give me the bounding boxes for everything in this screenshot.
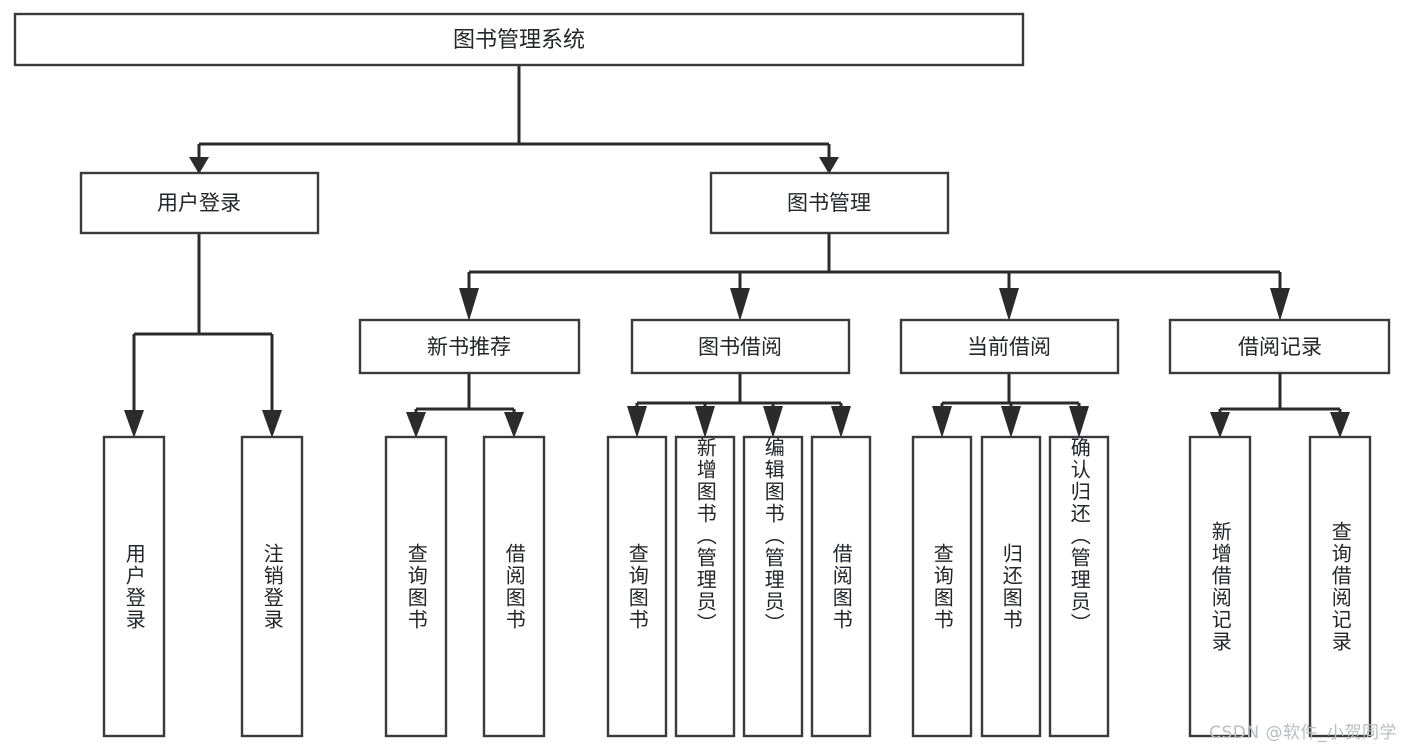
leaf-box-query-book-borrow[interactable] (606, 435, 668, 738)
arrow-borrow-leaf-3 (763, 406, 783, 438)
arrow-user-login-leaf-2 (262, 410, 282, 438)
arrow-current-leaf-3 (1069, 406, 1089, 438)
csdn-watermark: CSDN @软件_小贺同学 (1209, 723, 1397, 743)
leaf-box-query-book-newbook[interactable] (384, 435, 448, 738)
node-current-borrow[interactable]: 当前借阅 (899, 318, 1120, 375)
node-root-box[interactable] (13, 12, 1025, 67)
arrow-root-to-user-login (189, 157, 209, 174)
arrow-user-login-leaf-1 (124, 410, 144, 438)
leaf-box-edit-book-admin[interactable] (742, 435, 804, 738)
node-root[interactable]: 图书管理系统 (13, 12, 1025, 67)
connector-group-root (189, 65, 839, 174)
connector-group-user-login (124, 233, 282, 438)
arrow-new-book-leaf-1 (406, 412, 426, 438)
node-borrow-record[interactable]: 借阅记录 (1168, 318, 1391, 375)
node-book-borrow[interactable]: 图书借阅 (630, 318, 851, 375)
node-current-borrow-box[interactable] (899, 318, 1120, 375)
leaf-box-query-borrow-record[interactable] (1308, 435, 1372, 738)
leaf-box-confirm-return-admin[interactable] (1048, 435, 1110, 738)
node-book-borrow-label: 图书借阅 (698, 335, 782, 359)
leaf-box-borrow-book[interactable] (810, 435, 872, 738)
arrow-borrow-leaf-1 (627, 406, 647, 438)
connector-group-new-book (406, 373, 524, 438)
node-user-login-box[interactable] (79, 171, 320, 235)
node-book-management[interactable]: 图书管理 (709, 171, 950, 235)
leaf-box-user-login[interactable] (102, 435, 166, 738)
node-book-borrow-box[interactable] (630, 318, 851, 375)
node-book-management-box[interactable] (709, 171, 950, 235)
arrow-current-leaf-2 (1001, 406, 1021, 438)
node-borrow-record-box[interactable] (1168, 318, 1391, 375)
arrow-borrow-leaf-2 (695, 406, 715, 438)
arrow-book-mgmt-to-record (1270, 288, 1290, 321)
node-borrow-record-label: 借阅记录 (1238, 335, 1322, 359)
arrow-new-book-leaf-2 (504, 412, 524, 438)
leaf-box-logout[interactable] (240, 435, 304, 738)
connector-group-record (1210, 373, 1350, 438)
node-root-label: 图书管理系统 (453, 28, 585, 53)
node-user-login-label: 用户登录 (157, 191, 241, 215)
node-new-book-recommend-label: 新书推荐 (427, 335, 511, 359)
node-book-management-label: 图书管理 (787, 191, 871, 215)
connector-group-book-mgmt (459, 233, 1290, 321)
arrow-book-mgmt-to-new-book (459, 288, 479, 321)
node-user-login[interactable]: 用户登录 (79, 171, 320, 235)
node-current-borrow-label: 当前借阅 (967, 335, 1051, 359)
arrow-root-to-book-mgmt (819, 157, 839, 174)
arrow-record-leaf-1 (1210, 412, 1230, 438)
arrow-record-leaf-2 (1330, 412, 1350, 438)
arrow-borrow-leaf-4 (831, 406, 851, 438)
connector-group-borrow (627, 373, 851, 438)
arrow-book-mgmt-to-borrow (730, 288, 750, 321)
connector-group-current-borrow (932, 373, 1089, 438)
leaf-box-query-book-current[interactable] (911, 435, 973, 738)
leaf-box-borrow-book-newbook[interactable] (482, 435, 546, 738)
arrow-current-leaf-1 (932, 406, 952, 438)
node-new-book-recommend-box[interactable] (358, 318, 581, 375)
leaf-box-add-borrow-record[interactable] (1188, 435, 1252, 738)
leaf-box-add-book-admin[interactable] (674, 435, 736, 738)
arrow-book-mgmt-to-current (999, 288, 1019, 321)
node-new-book-recommend[interactable]: 新书推荐 (358, 318, 581, 375)
leaf-box-return-book[interactable] (980, 435, 1042, 738)
leaf-box-group (102, 435, 1372, 738)
